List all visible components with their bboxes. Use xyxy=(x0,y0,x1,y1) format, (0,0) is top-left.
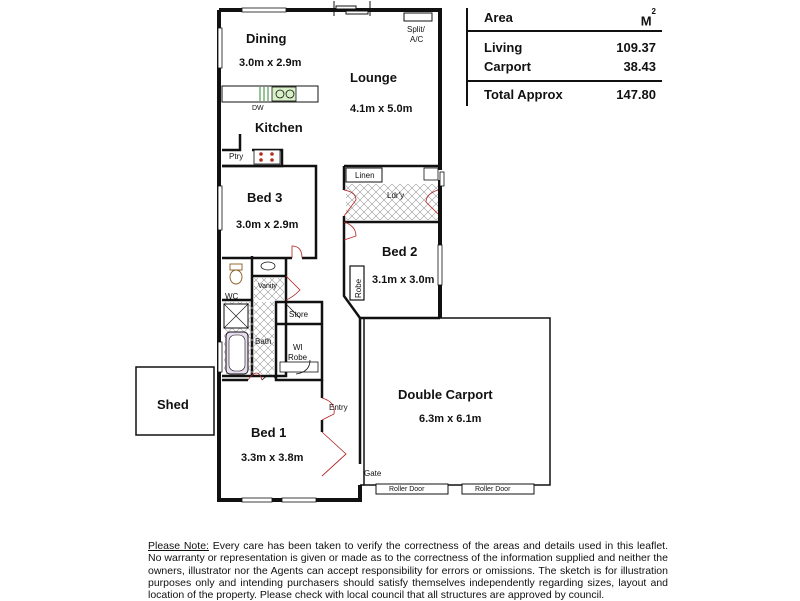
robe-label: Robe xyxy=(354,278,363,298)
linen-cupboard xyxy=(345,167,383,183)
area-header-label: Area xyxy=(484,10,513,25)
bed1-label: Bed 1 xyxy=(251,425,286,440)
entry-label: Entry xyxy=(329,403,348,412)
store-label: Store xyxy=(289,310,309,319)
area-unit: M xyxy=(640,13,652,29)
area-table: Area M2 Living 109.37 Carport 38.43 Tota… xyxy=(466,7,662,106)
gate-label: Gate xyxy=(364,469,382,478)
area-row-total: Total Approx 147.80 xyxy=(466,80,662,106)
floor-plan: Dining 3.0m x 2.9m Lounge 4.1m x 5.0m Ki… xyxy=(135,1,551,503)
ptry-label: Ptry xyxy=(229,152,243,161)
wc-label: WC xyxy=(225,292,239,301)
area-row-label: Carport xyxy=(484,59,531,74)
laundry-tub xyxy=(423,167,439,181)
door-leaves xyxy=(261,303,311,381)
dining-dims: 3.0m x 2.9m xyxy=(239,57,302,69)
carport-label: Double Carport xyxy=(398,387,493,402)
toilet xyxy=(229,263,243,285)
area-total-label: Total Approx xyxy=(484,87,563,102)
area-row-value: 38.43 xyxy=(623,59,656,74)
split-ac-label-1: Split/ xyxy=(407,25,426,34)
kitchen-bench xyxy=(221,85,319,103)
ldry-label: Ldr'y xyxy=(387,191,404,200)
area-header-unit: M2 xyxy=(640,7,656,30)
carport-outline xyxy=(363,317,551,486)
bed3-label: Bed 3 xyxy=(247,190,282,205)
area-row-living: Living 109.37 xyxy=(466,38,662,57)
area-unit-power: 2 xyxy=(651,7,656,16)
area-table-header: Area M2 xyxy=(466,7,662,32)
bath-label: Bath xyxy=(255,337,271,346)
lounge-dims: 4.1m x 5.0m xyxy=(350,103,413,115)
linen-label: Linen xyxy=(355,171,375,180)
laundry-floor xyxy=(346,184,438,220)
area-table-divider xyxy=(466,8,468,106)
roller-door-1 xyxy=(375,483,449,495)
vanity-basin xyxy=(260,261,276,271)
wi-robe-label-1: WI xyxy=(293,343,303,352)
vanity-label: Vanity xyxy=(258,283,277,290)
split-ac-unit xyxy=(403,12,433,22)
disclaimer-text: Every care has been taken to verify the … xyxy=(148,540,668,601)
shed-label: Shed xyxy=(157,397,189,412)
bed1-dims: 3.3m x 3.8m xyxy=(241,452,304,464)
dining-label: Dining xyxy=(246,31,286,46)
disclaimer: Please Note: Every care has been taken t… xyxy=(148,540,668,601)
wi-robe-rail xyxy=(279,361,319,373)
area-row-label: Living xyxy=(484,40,523,55)
bed2-label: Bed 2 xyxy=(382,244,417,259)
roller-door-label-2: Roller Door xyxy=(475,486,511,493)
roller-door-2 xyxy=(461,483,535,495)
roller-door-label-1: Roller Door xyxy=(389,486,425,493)
cooktop xyxy=(253,149,281,165)
kitchen-label: Kitchen xyxy=(255,120,303,135)
area-row-carport: Carport 38.43 xyxy=(466,57,662,76)
interior-walls xyxy=(222,134,440,464)
split-ac-label-2: A/C xyxy=(410,35,424,44)
bed3-dims: 3.0m x 2.9m xyxy=(236,219,299,231)
door-swings xyxy=(247,189,439,477)
windows xyxy=(217,7,445,503)
wi-robe-label-2: Robe xyxy=(288,353,308,362)
disclaimer-lead: Please Note: xyxy=(148,540,209,552)
area-row-value: 109.37 xyxy=(616,40,656,55)
sliding-door xyxy=(333,1,371,16)
area-total-value: 147.80 xyxy=(616,87,656,102)
dw-label: DW xyxy=(252,105,264,112)
carport-dims: 6.3m x 6.1m xyxy=(419,413,482,425)
vanity-floor xyxy=(254,278,284,300)
bed2-dims: 3.1m x 3.0m xyxy=(372,274,435,286)
shed-outline xyxy=(135,366,215,436)
lounge-label: Lounge xyxy=(350,70,397,85)
bed2-robe xyxy=(349,265,365,301)
